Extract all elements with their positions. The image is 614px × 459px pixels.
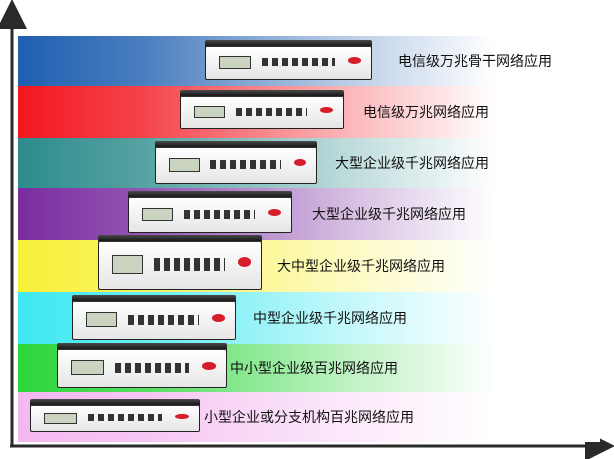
tier-label: 大中型企业级千兆网络应用 <box>277 259 445 275</box>
tier-label: 电信级万兆网络应用 <box>363 105 489 121</box>
tier-label: 大型企业级千兆网络应用 <box>335 156 489 172</box>
device-image <box>128 191 292 233</box>
device-image <box>57 343 227 388</box>
brand-logo-icon <box>347 57 362 64</box>
brand-logo-icon <box>175 413 189 420</box>
device-ports <box>128 314 200 325</box>
device-lcd <box>193 105 226 119</box>
device-lcd <box>85 312 118 328</box>
device-image <box>155 141 317 184</box>
device-ports <box>210 159 281 170</box>
device-image <box>205 40 372 80</box>
tier-label: 中型企业级千兆网络应用 <box>253 311 407 327</box>
tier-label: 中小型企业级百兆网络应用 <box>230 361 398 377</box>
device-ports <box>184 209 256 219</box>
tier-label: 大型企业级千兆网络应用 <box>312 207 466 223</box>
brand-logo-icon <box>320 106 334 114</box>
device-image <box>180 90 344 129</box>
device-ports <box>262 57 335 67</box>
device-image <box>30 399 200 432</box>
tier-label: 小型企业或分支机构百兆网络应用 <box>204 410 414 426</box>
device-lcd <box>219 55 251 70</box>
device-lcd <box>44 412 77 424</box>
device-image <box>72 295 236 340</box>
device-lcd <box>111 255 144 274</box>
device-lcd <box>71 360 104 376</box>
device-lcd <box>141 207 174 222</box>
device-ports <box>154 258 226 271</box>
brand-logo-icon <box>238 257 252 267</box>
device-image <box>98 235 262 290</box>
brand-logo-icon <box>268 208 282 216</box>
device-ports <box>236 107 308 116</box>
brand-logo-icon <box>212 313 226 322</box>
brand-logo-icon <box>293 159 307 167</box>
device-lcd <box>168 157 200 173</box>
tier-label: 电信级万兆骨干网络应用 <box>398 54 552 70</box>
device-ports <box>115 362 190 373</box>
tier-band: 大型企业级千兆网络应用 <box>18 188 600 240</box>
brand-logo-icon <box>202 361 216 370</box>
device-ports <box>88 414 163 422</box>
